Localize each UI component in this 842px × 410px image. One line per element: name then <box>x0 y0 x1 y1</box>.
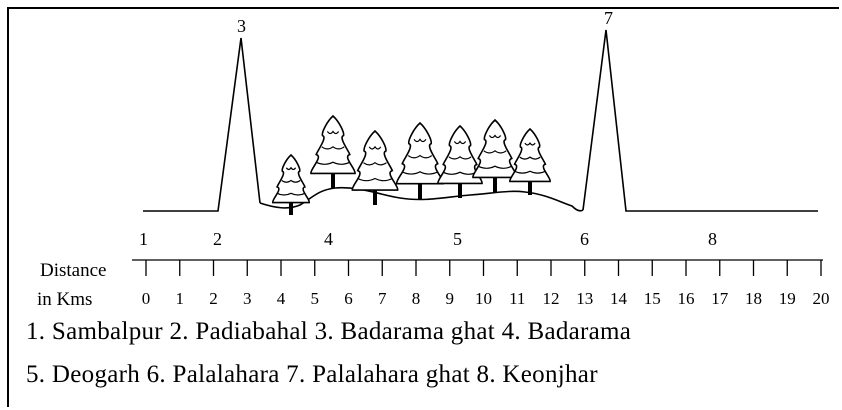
axis-tick-label: 3 <box>243 289 252 308</box>
legend-line-1: 1. Sambalpur 2. Padiabahal 3. Badarama g… <box>26 318 632 345</box>
distance-axis <box>132 259 823 276</box>
place-label-4: 4 <box>324 229 333 249</box>
place-label-2: 2 <box>213 229 222 249</box>
axis-tick-label: 7 <box>378 289 387 308</box>
peak-label-3: 3 <box>237 16 246 36</box>
axis-title-line2: in Kms <box>37 289 92 310</box>
pine-tree-icon <box>472 118 518 192</box>
axis-tick-label: 1 <box>176 289 185 308</box>
profile-line-left <box>143 37 261 212</box>
place-label-1: 1 <box>139 229 148 249</box>
axis-tick-label: 14 <box>610 289 628 308</box>
legend-line-2: 5. Deogarh 6. Palalahara 7. Palalahara g… <box>26 361 598 388</box>
axis-tick-label: 4 <box>277 289 286 308</box>
pine-tree-icon <box>310 114 356 188</box>
profile-line-right <box>582 29 818 212</box>
axis-tick-label: 12 <box>543 289 560 308</box>
place-label-8: 8 <box>708 229 717 249</box>
axis-tick-label: 17 <box>711 289 729 308</box>
axis-tick-label: 15 <box>644 289 661 308</box>
pine-tree-icon <box>351 129 399 205</box>
axis-tick-label: 16 <box>678 289 695 308</box>
axis-tick-label: 18 <box>745 289 762 308</box>
axis-tick-label: 20 <box>813 289 830 308</box>
place-label-6: 6 <box>580 229 589 249</box>
pine-tree-icon <box>271 153 311 215</box>
axis-tick-label: 8 <box>412 289 421 308</box>
pine-tree-icon <box>437 124 483 198</box>
axis-tick-label: 2 <box>209 289 218 308</box>
axis-ticks <box>145 260 822 276</box>
peak-label-7: 7 <box>604 8 613 28</box>
axis-tick-label: 10 <box>475 289 492 308</box>
frame-border <box>7 7 839 407</box>
axis-tick-label: 0 <box>142 289 151 308</box>
pine-tree-icon <box>509 127 551 195</box>
tree-group <box>271 114 551 215</box>
axis-title-line1: Distance <box>40 260 106 281</box>
axis-tick-label: 5 <box>311 289 320 308</box>
axis-tick-label: 19 <box>779 289 796 308</box>
place-label-5: 5 <box>453 229 462 249</box>
axis-tick-label: 13 <box>576 289 593 308</box>
axis-tick-label: 6 <box>344 289 353 308</box>
axis-tick-label: 11 <box>509 289 525 308</box>
pine-tree-icon <box>395 121 445 199</box>
axis-tick-label: 9 <box>446 289 455 308</box>
